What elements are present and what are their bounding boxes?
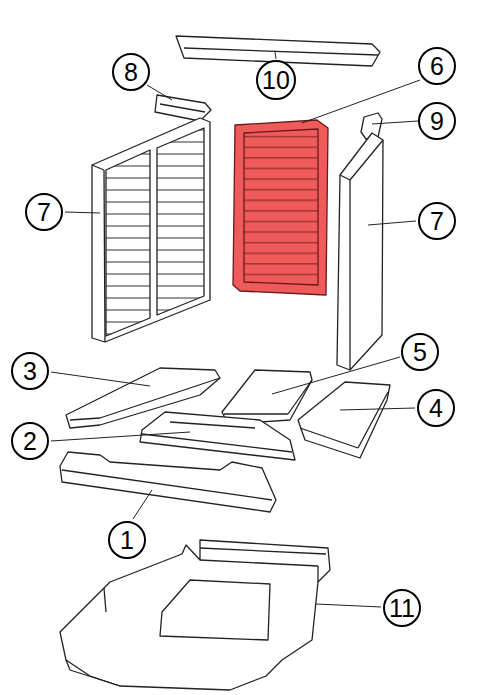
- leader-lines: [51, 52, 420, 607]
- callout-number: 4: [417, 389, 455, 427]
- callout-text: 2: [23, 429, 37, 454]
- callout-text: 6: [430, 54, 444, 79]
- callout-text: 3: [23, 359, 37, 384]
- callout-text: 4: [429, 396, 443, 421]
- front-log-guard: [60, 452, 276, 512]
- callout-text: 7: [430, 209, 444, 234]
- callout-number: 6: [418, 47, 456, 85]
- callout-text: 7: [37, 200, 51, 225]
- callout-text: 5: [413, 340, 427, 365]
- callout-number: 10: [256, 60, 296, 100]
- callout-number: 3: [11, 352, 49, 390]
- base-plate: [60, 540, 330, 690]
- callout-number: 8: [112, 53, 150, 91]
- callout-text: 10: [262, 68, 290, 93]
- callout-number: 5: [401, 333, 439, 371]
- side-panel-right: [337, 133, 383, 370]
- callout-text: 1: [120, 528, 134, 553]
- callout-text: 8: [124, 60, 138, 85]
- callout-number: 9: [418, 102, 456, 140]
- back-panel: [233, 120, 328, 295]
- front-floor-brick: [140, 412, 295, 460]
- callout-number: 1: [108, 521, 146, 559]
- callout-text: 9: [430, 109, 444, 134]
- callout-number: 7: [25, 193, 63, 231]
- callout-number: 2: [11, 422, 49, 460]
- side-panel-left: [92, 118, 210, 342]
- callout-number: 7: [418, 202, 456, 240]
- callout-text: 11: [389, 596, 415, 621]
- floor-brick-right: [298, 382, 390, 458]
- callout-number: 11: [383, 589, 421, 627]
- floor-brick-middle: [222, 370, 312, 424]
- left-bracket: [155, 95, 211, 121]
